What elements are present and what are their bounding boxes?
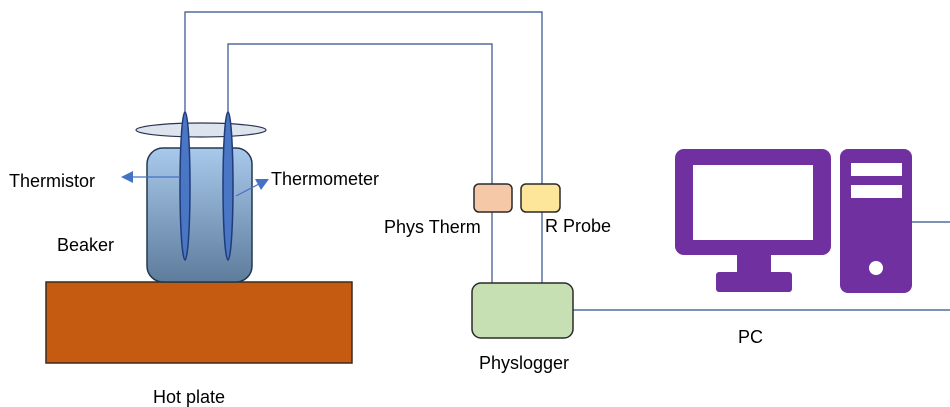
physlogger-box [471,282,574,339]
beaker-lid [135,122,267,138]
hot-plate-label: Hot plate [153,387,225,407]
thermistor-probe [179,111,191,261]
hot-plate [45,281,353,364]
thermistor-arrow [121,171,180,183]
r-probe-label: R Probe [545,216,611,236]
pc-label: PC [738,327,763,347]
thermistor-wire [184,11,543,185]
phys-therm-label: Phys Therm [384,217,481,237]
beaker [146,147,253,283]
thermometer-label: Thermometer [271,169,379,189]
r-probe-port [520,183,561,213]
computer-tower-icon [840,149,912,293]
phys-therm-port [473,183,513,213]
thermistor-label: Thermistor [9,171,95,191]
thermometer-arrow [235,179,269,197]
thermometer-probe [222,111,234,261]
physlogger-label: Physlogger [479,353,569,373]
wires [184,11,950,311]
beaker-label: Beaker [57,235,114,255]
thermometer-wire [227,43,493,185]
monitor-icon [675,149,831,292]
